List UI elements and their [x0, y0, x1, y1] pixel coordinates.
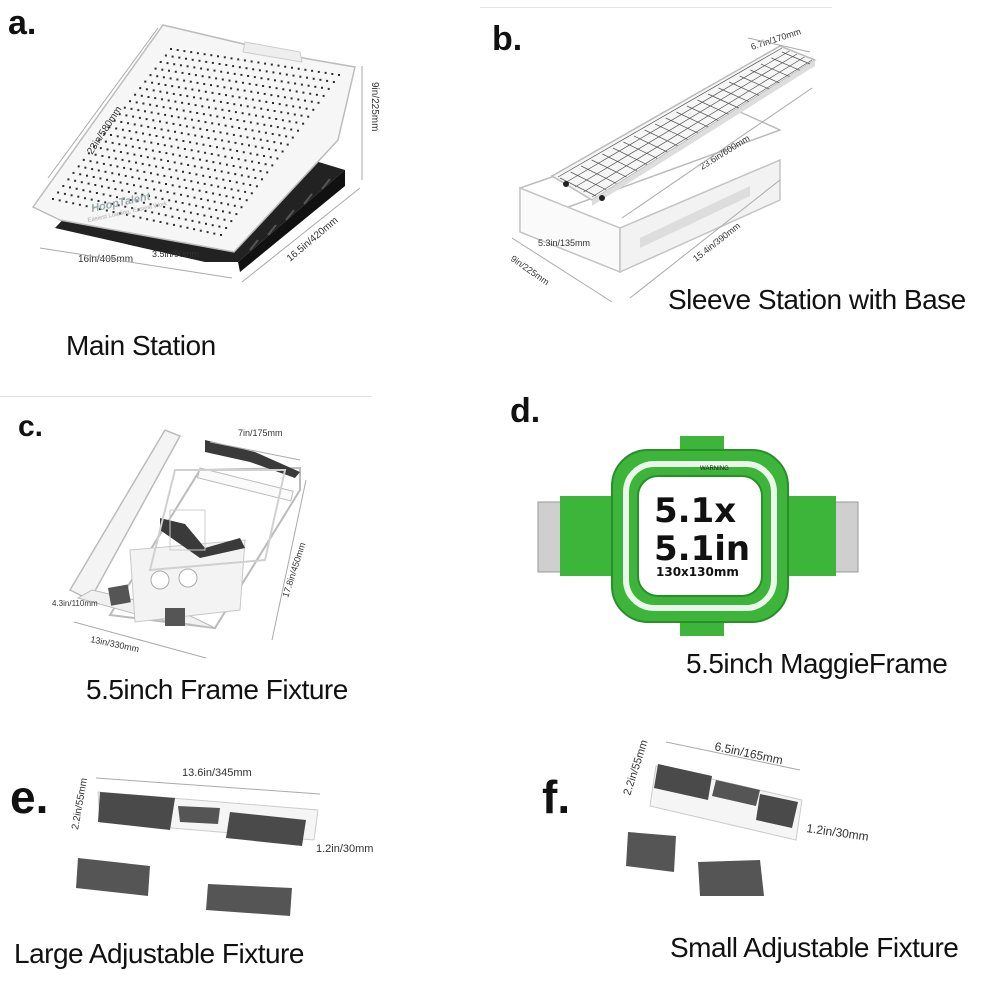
- plate-right: [756, 794, 798, 828]
- dim-height: 9in/225mm: [369, 82, 380, 131]
- large-fixture-illustration: 13.6in/345mm 2.2in/55mm 1.2in/30mm: [70, 767, 373, 916]
- panel-letter: d.: [510, 392, 541, 430]
- clamp-top: [205, 440, 300, 478]
- panel-letter: f.: [542, 771, 571, 823]
- dim-length: 6.5in/165mm: [713, 739, 784, 767]
- panel-letter: e.: [10, 771, 49, 823]
- station-base: [55, 160, 345, 262]
- sleeve-base: [519, 186, 621, 274]
- dim-small: 4.3in/110mm: [52, 599, 98, 608]
- dim-depth: 1.2in/30mm: [806, 821, 870, 844]
- caption-frame-fixture: 5.5inch Frame Fixture: [86, 674, 348, 705]
- clamp-middle: [160, 518, 245, 558]
- panel-letter: a.: [8, 4, 37, 42]
- dim-height: 2.2in/55mm: [70, 777, 90, 830]
- caption-small-fixture: Small Adjustable Fixture: [670, 932, 959, 963]
- size-line2: 5.1in: [654, 529, 750, 569]
- small-fixture-illustration: 6.5in/165mm 2.2in/55mm 1.2in/30mm: [621, 739, 870, 896]
- main-station-illustration: 23in/580mm 9in/225mm 16in/405mm 3.5in/90…: [31, 24, 380, 283]
- panel-letter: b.: [492, 20, 523, 58]
- station-board: [31, 24, 356, 253]
- bracket-right: [833, 501, 859, 573]
- plate-bottom-right: [698, 860, 764, 896]
- plate-bottom-left: [626, 832, 676, 872]
- divider-mid-left: [0, 396, 372, 397]
- panel-sleeve-station: b. 6.7in/170mm 23.6in/600mm 5.3in/135mm …: [480, 0, 1000, 390]
- caption-sleeve-station: Sleeve Station with Base: [668, 284, 966, 315]
- panel-frame-fixture: c. 7in/175mm 17.8in/450mm 4.3in/110mm 13…: [0, 400, 480, 730]
- panel-large-fixture: e. 13.6in/345mm 2.2in/55mm 1.2in/30mm La…: [0, 730, 480, 1000]
- dim-gap: 3.5in/90mm: [152, 249, 199, 259]
- size-line1: 5.1x: [654, 491, 736, 531]
- plate-bottom-right: [206, 884, 292, 916]
- sleeve-station-illustration: 6.7in/170mm 23.6in/600mm 5.3in/135mm 15.…: [509, 26, 817, 303]
- plate-bottom-left: [76, 858, 150, 896]
- dim-top: 7in/175mm: [238, 428, 283, 438]
- bracket-left: [537, 501, 563, 573]
- warning-label: WARNING: [700, 466, 729, 472]
- caption-maggieframe: 5.5inch MaggieFrame: [686, 648, 948, 679]
- panel-main-station: a. 23in/580mm 9in/225mm 16in/405mm 3.5in…: [0, 0, 480, 390]
- dim-length: 13.6in/345mm: [182, 767, 252, 779]
- size-mm: 130x130mm: [656, 565, 739, 579]
- plate-left: [98, 792, 175, 830]
- frame-arm-left: [560, 496, 620, 576]
- caption-large-fixture: Large Adjustable Fixture: [14, 938, 304, 969]
- caption-main-station: Main Station: [66, 330, 216, 361]
- dim-depth: 1.2in/30mm: [316, 843, 373, 855]
- board-grid: [52, 48, 340, 236]
- frame-fixture-illustration: 7in/175mm 17.8in/450mm 4.3in/110mm 13in/…: [52, 428, 308, 659]
- panel-small-fixture: f. 6.5in/165mm 2.2in/55mm 1.2in/30mm Sma…: [480, 700, 1000, 1000]
- divider-top-right: [480, 7, 832, 8]
- plate-left: [654, 764, 712, 800]
- dim-length: 23.6in/600mm: [698, 133, 752, 172]
- maggieframe-illustration: 5.1x 5.1in 130x130mm WARNING: [537, 436, 859, 636]
- dim-bottom: 13in/330mm: [90, 634, 141, 654]
- plate-right: [226, 812, 306, 846]
- dim-width: 16in/405mm: [78, 254, 133, 265]
- dim-height: 2.2in/55mm: [621, 739, 650, 797]
- frame-window: [637, 475, 763, 597]
- panel-letter: c.: [18, 410, 44, 443]
- frame-arm-right: [780, 496, 836, 576]
- dim-height: 5.3in/135mm: [538, 238, 590, 248]
- panel-maggieframe: d. 5.1x 5.1in 130x130mm WARNING 5.5inch …: [480, 390, 1000, 720]
- dim-side: 17.8in/450mm: [280, 541, 307, 598]
